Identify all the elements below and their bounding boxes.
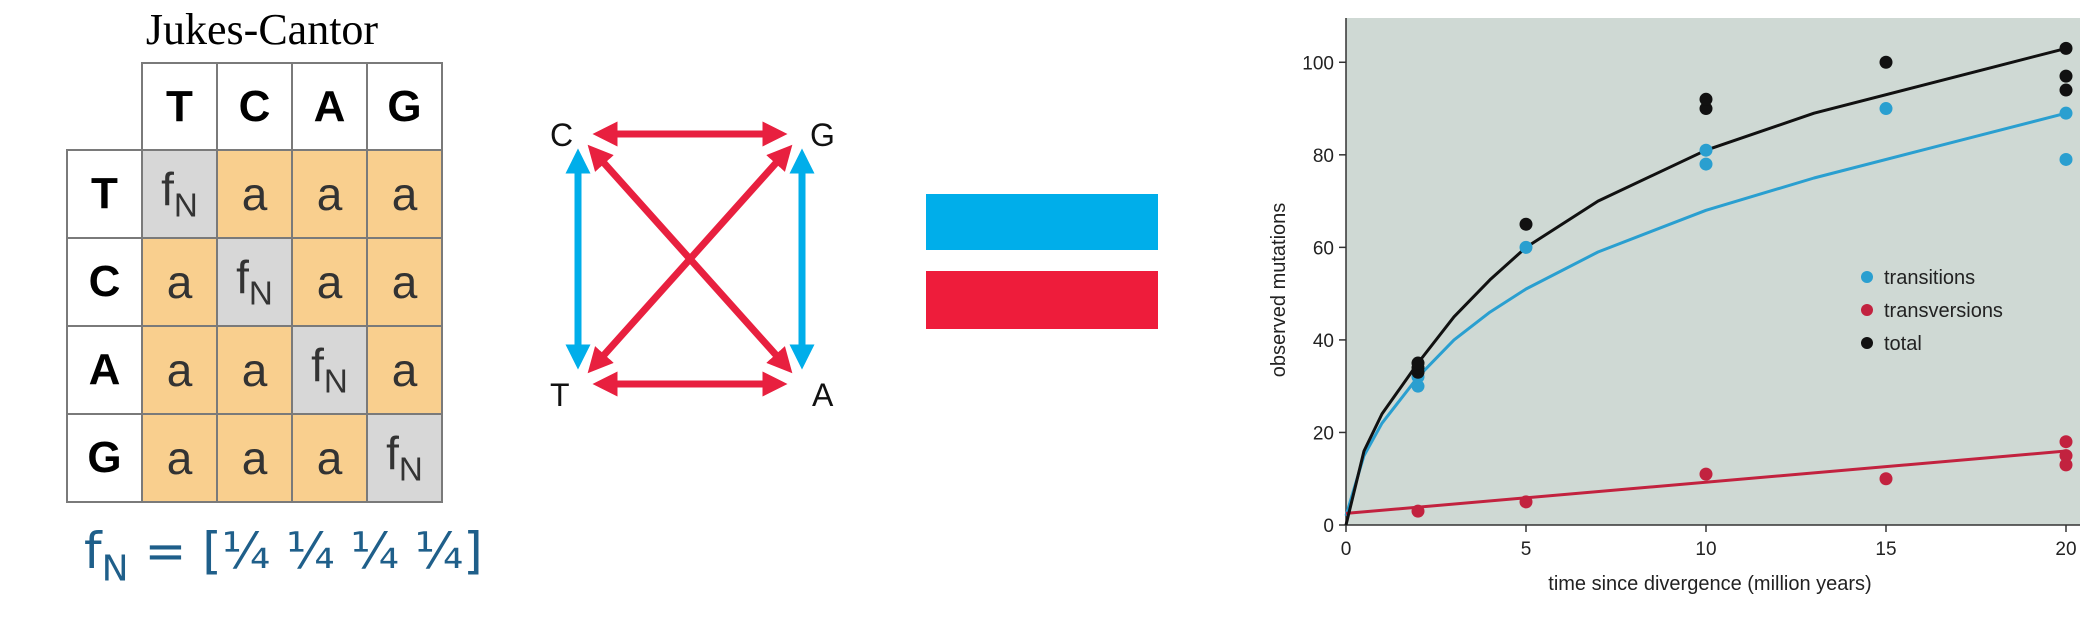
diag-base: f [236,251,249,304]
total-point [1699,92,1713,106]
col-header: C [216,62,293,151]
y-tick-label: 20 [1313,423,1334,444]
formula-sub: N [101,548,129,590]
matrix-corner [67,63,142,150]
total-point [2059,69,2073,83]
y-tick-label: 40 [1313,331,1334,352]
matrix-cell-diagonal: fN [216,237,293,327]
diag-base: f [161,163,174,216]
row-header: G [66,413,143,503]
row-header: T [66,149,143,239]
x-tick-label: 15 [1875,539,1896,560]
matrix-cell-rate: a [216,149,293,239]
node-c: C [550,117,573,153]
equilibrium-formula: fN = [¼ ¼ ¼ ¼] [84,522,483,590]
matrix-cell-rate: a [366,149,443,239]
transitions-point [1699,143,1713,157]
node-g: G [810,117,835,153]
equals-bar-blue [926,194,1158,250]
row-header: C [66,237,143,327]
transitions-point [2059,106,2073,120]
diag-sub: N [323,363,348,401]
matrix-clip-edge [443,40,483,520]
col-header: T [141,62,218,151]
x-tick-label: 20 [2055,539,2076,560]
matrix-cell-rate: a [291,237,368,327]
legend-label-transitions: transitions [1884,267,1975,289]
formula-rest: = [¼ ¼ ¼ ¼] [128,522,483,580]
matrix-cell-rate: a [141,237,218,327]
legend-swatch-transversions [1861,304,1873,316]
matrix-cell-rate: a [366,237,443,327]
substitution-diagram: C G T A [550,117,835,413]
x-tick-label: 10 [1695,539,1716,560]
transversions-point [1411,504,1425,518]
transitions-point [1411,379,1425,393]
matrix-cell-diagonal: fN [291,325,368,415]
legend-label-transversions: transversions [1884,300,2003,322]
col-header: G [366,62,443,151]
transversions-point [1879,472,1893,486]
transversions-point [1519,495,1533,509]
diag-base: f [386,427,399,480]
transitions-point [1879,102,1893,116]
transversions-point [1699,467,1713,481]
y-tick-label: 60 [1313,238,1334,259]
transversions-point [2059,458,2073,472]
matrix-cell-rate: a [366,325,443,415]
node-t: T [550,377,570,413]
y-tick-label: 80 [1313,146,1334,167]
legend-label-total: total [1884,333,1922,355]
transversion-arrow [587,144,793,374]
mutation-chart: 0 20 40 60 80 100 0 5 10 15 20 transitions transver… [1268,18,2080,595]
formula-base: f [84,522,102,580]
matrix-cell-rate: a [141,413,218,503]
transitions-point [1699,157,1713,171]
diag-sub: N [248,275,273,313]
matrix-cell-rate: a [291,413,368,503]
x-axis-label: time since divergence (million years) [1548,573,1871,595]
x-tick-label: 5 [1521,539,1532,560]
plot-background [1346,18,2080,525]
row-header: A [66,325,143,415]
transversions-point [2059,449,2073,463]
transversions-fit-curve [1345,449,2067,515]
node-a: A [812,377,834,413]
total-point [2059,83,2073,97]
matrix-cell-diagonal: fN [366,413,443,503]
x-tick-label: 0 [1341,539,1352,560]
transitions-point [1519,240,1533,254]
matrix-cell-diagonal: fN [141,149,218,239]
total-point [1519,217,1533,231]
matrix-cell-rate: a [216,413,293,503]
col-header: A [291,62,368,151]
matrix-cell-rate: a [291,149,368,239]
matrix-title: Jukes-Cantor [145,5,379,54]
y-tick-label: 0 [1323,516,1334,537]
transversions-point [2059,435,2073,449]
diag-sub: N [173,187,198,225]
total-point [1879,55,1893,69]
equals-bar-red [926,271,1158,329]
total-point [2059,41,2073,55]
diag-base: f [311,339,324,392]
legend-swatch-total [1861,337,1873,349]
matrix-cell-rate: a [141,325,218,415]
legend-swatch-transitions [1861,271,1873,283]
transitions-point [2059,152,2073,166]
total-point [1699,102,1713,116]
transitions-fit-curve [1344,111,2067,517]
total-point [1411,356,1425,370]
matrix-cell-rate: a [216,325,293,415]
y-axis-label: observed mutations [1268,203,1290,378]
diag-sub: N [398,451,423,489]
y-tick-label: 100 [1302,53,1334,74]
